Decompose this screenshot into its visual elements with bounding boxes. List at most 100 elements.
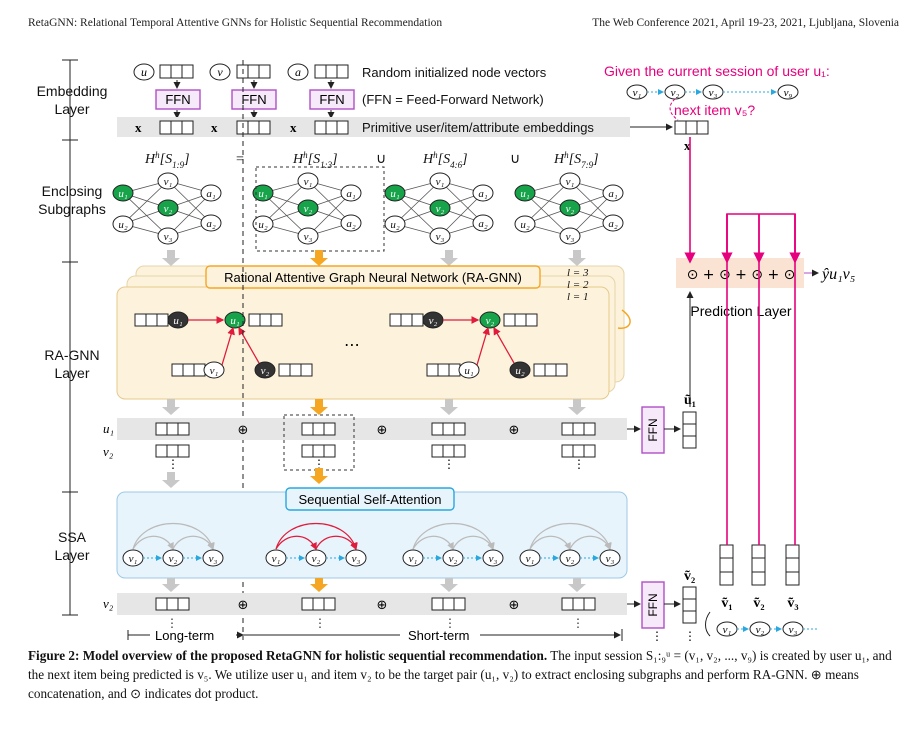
ffn-label-attr: FFN [319,92,344,107]
ssa-node-label: v₂ [566,553,575,565]
node-v3 [559,227,581,245]
node-v1 [559,172,581,190]
session-item-v9 [777,84,799,100]
node-v3-label: v₃ [566,231,575,243]
layer-tag-2: l = 2 [567,279,589,291]
layer-tag-1: l = 1 [567,291,588,303]
ssa-node-label: v₁ [272,553,281,565]
node-a1 [602,184,624,202]
node-v2-label: v₂ [566,203,575,215]
running-header-venue: The Web Conference 2021, April 19-23, 20… [592,17,899,29]
prediction-formula: ⊙ + ⊙ + ⊙ + ⊙ [687,267,796,283]
layer-tag-3: l = 3 [567,267,589,279]
tail-v2: v₂ [756,624,765,636]
prediction-output: ŷu₁v₅ [820,266,855,283]
layer-label-ssa-1: SSA [58,529,87,545]
node-u2-label: u₂ [258,219,268,231]
ragnn-node-right [509,361,531,379]
ragnn-node-v-label: v₁ [210,365,219,377]
node-u1-label: u₁ [118,188,128,200]
flow-arrows-2 [162,399,586,415]
node-v1-label: v₁ [164,176,173,188]
node-v1 [297,172,319,190]
ffn-note: (FFN = Feed-Forward Network) [362,92,544,107]
node-v2 [429,199,451,217]
svg-text:x: x [684,138,691,153]
node-v1 [429,172,451,190]
ffn-label-u1: FFN [646,418,660,441]
layer-label-ssa-2: Layer [54,547,89,563]
ragnn-node-left-label: u₁ [173,315,183,327]
tail-v1: v₁ [723,624,732,636]
node-u2-label: u₂ [118,219,128,231]
ssa-node-label: v₂ [169,553,178,565]
node-a2 [602,214,624,232]
ffn-item-output: FFN ṽ₂ ⋮ ⋮ [627,569,697,643]
ffn-label-v2: FFN [646,593,660,616]
embedding-layer: u v a Random initialized node vectors FF… [117,63,709,153]
svg-text:⊕: ⊕ [238,598,249,613]
layer-label-enclosing-2: Subgraphs [38,201,106,217]
ssa-node [482,549,504,567]
ssa-node [345,549,367,567]
svg-text:⊕: ⊕ [509,423,520,438]
svg-text:⋮: ⋮ [573,457,585,471]
svg-text:x: x [135,120,142,135]
ssa-node-label: v₁ [526,553,535,565]
node-a2-label: a₂ [346,218,356,230]
session-item-v2-label: v₂ [671,87,680,99]
svg-text:=: = [236,152,244,167]
layer-axis [62,59,78,616]
node-u1 [514,184,536,202]
svg-text:⊕: ⊕ [238,423,249,438]
ragnn-node-v [203,361,225,379]
session-panel: Given the current session of user u₁: v₁… [604,63,830,121]
caption-label: Figure 2: Model overview of the proposed… [28,648,548,663]
ffn-box-user [155,89,201,110]
output-v2-tilde: ṽ₂ [753,596,764,611]
node-v1-label: v₁ [436,176,445,188]
ssa-node-label: v₁ [409,553,418,565]
ragnn-node-target-label: u₁ [230,315,240,327]
node-u2 [112,215,134,233]
ssa-node-label: v₃ [209,553,218,565]
node-a2-label: a₂ [608,218,618,230]
node-a1-label: a₁ [608,188,618,200]
node-a2-label: a₂ [478,218,488,230]
row-label-v2-bottom: v₂ [103,596,114,611]
session-given-label: Given the current session of user u₁: [604,63,830,79]
node-v3 [157,227,179,245]
running-header-title: RetaGNN: Relational Temporal Attentive G… [28,17,443,29]
flow-arrows-3 [162,468,328,488]
item-output-row: v₂ ⊕⊕⊕ ⋮⋮⋮⋮ [103,593,627,630]
layer-label-embedding-1: Embedding [37,83,108,99]
svg-text:∪: ∪ [376,152,386,167]
layer-label-embedding-2: Layer [54,101,89,117]
node-v3 [297,227,319,245]
selected-subgraph-box [255,166,385,252]
node-v3-label: v₃ [164,231,173,243]
node-u2 [252,215,274,233]
ffn-label-item: FFN [241,92,266,107]
node-v1-label: v₁ [566,176,575,188]
node-a2 [472,214,494,232]
node-a1 [340,184,362,202]
node-a1-label: a₁ [478,188,488,200]
node-u2 [514,215,536,233]
user-item-rows: u₁ v₂ ⋮⋮⋮⋮ ⊕⊕⊕ [103,414,627,471]
svg-text:u: u [141,65,147,79]
random-init-label: Random initialized node vectors [362,65,547,80]
ssa-node [599,549,621,567]
svg-text:⋯: ⋯ [344,335,360,354]
svg-text:⊕: ⊕ [377,598,388,613]
ragnn-node-right-label: v₂ [261,365,270,377]
svg-text:⊕: ⊕ [509,598,520,613]
ssa-panel: Sequential Self-Attention [116,487,628,579]
svg-text:Hh[S4:6]: Hh[S4:6] [422,150,468,170]
svg-text:⋮: ⋮ [684,629,696,643]
